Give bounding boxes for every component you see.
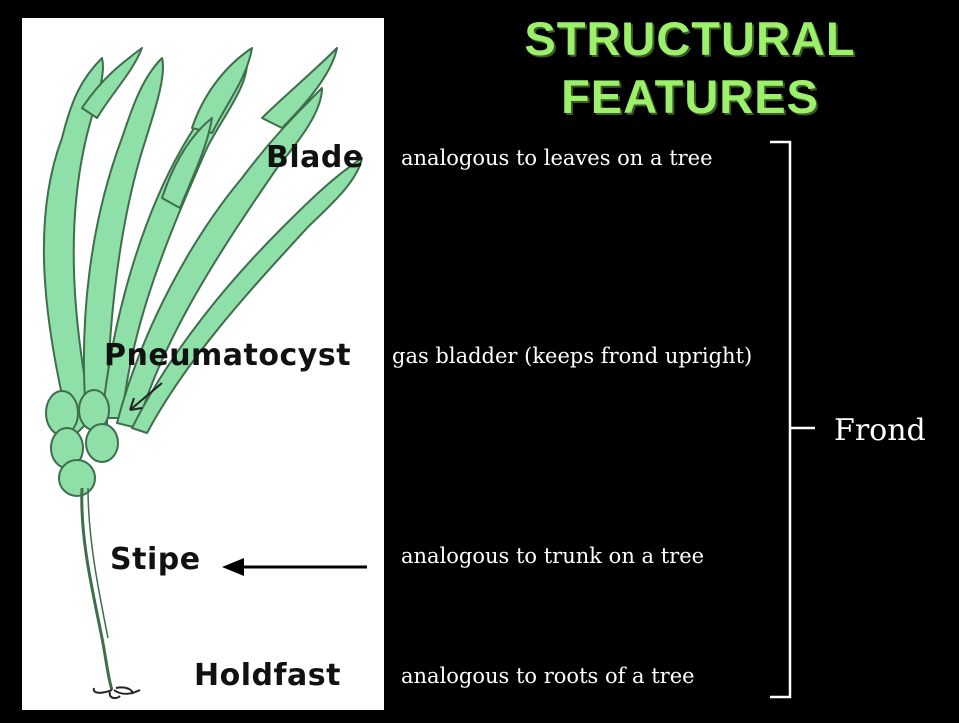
frond-label: Frond — [834, 413, 926, 448]
